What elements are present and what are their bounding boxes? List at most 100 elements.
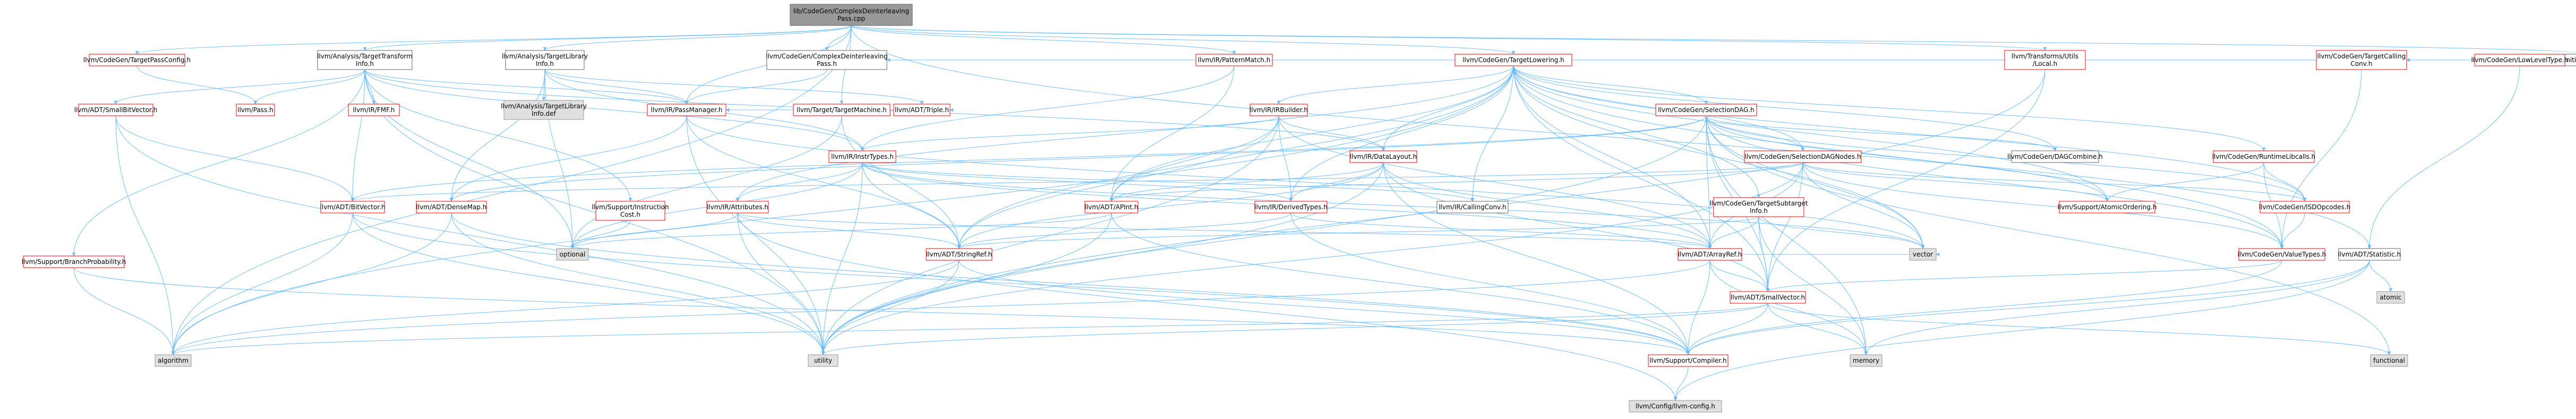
node-sbv[interactable]: llvm/ADT/SmallBitVector.h bbox=[74, 104, 157, 116]
edge-root-to-tli bbox=[543, 25, 852, 51]
node-sdnodes[interactable]: llvm/CodeGen/SelectionDAGNodes.h bbox=[1744, 150, 1862, 163]
node-label-icost-0: llvm/Support/Instruction bbox=[592, 203, 669, 211]
node-box-seldag bbox=[1655, 104, 1757, 116]
node-sref[interactable]: llvm/ADT/StringRef.h bbox=[926, 248, 992, 261]
edge-svec-to-memory bbox=[1767, 303, 1868, 355]
node-root[interactable]: lib/CodeGen/ComplexDeinterleavingPass.cp… bbox=[790, 4, 913, 26]
node-tlowering[interactable]: llvm/CodeGen/TargetLowering.h bbox=[1454, 54, 1572, 66]
node-box-stat bbox=[2338, 248, 2401, 261]
edge-aref-to-compiler bbox=[1686, 260, 1710, 355]
edge-dl-to-aref bbox=[1383, 162, 1712, 249]
node-tmh[interactable]: llvm/Target/TargetMachine.h bbox=[793, 104, 891, 116]
node-algorithm: algorithm bbox=[155, 354, 192, 367]
node-label-dl-0: llvm/IR/DataLayout.h bbox=[1350, 153, 1417, 160]
node-label-cdip-0: llvm/CodeGen/ComplexDeinterleaving bbox=[766, 53, 888, 60]
node-bpr[interactable]: llvm/Support/BranchProbability.h bbox=[22, 255, 126, 268]
edge-dl-to-utility bbox=[821, 162, 1384, 355]
node-dmap[interactable]: llvm/ADT/DenseMap.h bbox=[416, 201, 487, 213]
edge-dl-to-apint bbox=[1109, 162, 1384, 202]
node-fmf[interactable]: llvm/IR/FMF.h bbox=[348, 104, 400, 116]
node-label-compiler-0: llvm/Support/Compiler.h bbox=[1649, 357, 1726, 364]
edge-tti-to-fmf bbox=[364, 69, 376, 105]
node-aref[interactable]: llvm/ADT/ArrayRef.h bbox=[1678, 248, 1742, 261]
node-box-tlidef bbox=[503, 100, 584, 120]
edge-stat-to-memory bbox=[1864, 260, 2370, 355]
node-seldag[interactable]: llvm/CodeGen/SelectionDAG.h bbox=[1655, 104, 1757, 116]
node-memory: memory bbox=[1850, 354, 1882, 367]
node-box-sdnodes bbox=[1744, 150, 1862, 163]
node-box-cdip bbox=[766, 50, 887, 70]
node-isdop[interactable]: llvm/CodeGen/ISDOpcodes.h bbox=[2259, 201, 2351, 213]
edge-llt-to-stat bbox=[2367, 65, 2520, 249]
node-label-pass-0: llvm/Pass.h bbox=[237, 106, 273, 114]
node-tpc[interactable]: llvm/CodeGen/TargetPassConfig.h bbox=[83, 54, 191, 66]
edge-stat-to-config bbox=[1673, 260, 2370, 401]
node-label-bv-0: llvm/ADT/BitVector.h bbox=[320, 203, 385, 211]
edge-tti-to-pass bbox=[253, 69, 365, 105]
node-box-irb bbox=[1250, 104, 1308, 116]
edge-pmh-to-dmap bbox=[449, 115, 687, 202]
node-bv[interactable]: llvm/ADT/BitVector.h bbox=[320, 201, 386, 213]
edge-dtypes-to-aref bbox=[1290, 212, 1712, 249]
edge-rtlib-to-isdop bbox=[2263, 162, 2307, 202]
node-rtlib[interactable]: llvm/CodeGen/RuntimeLibcalls.h bbox=[2212, 150, 2316, 163]
node-label-optional-0: optional bbox=[560, 251, 586, 258]
node-label-vtypes-0: llvm/CodeGen/ValueTypes.h bbox=[2238, 251, 2326, 258]
node-label-tutils-1: /Local.h bbox=[2033, 60, 2058, 67]
node-triple[interactable]: llvm/ADT/Triple.h bbox=[893, 104, 951, 116]
node-svec[interactable]: llvm/ADT/SmallVector.h bbox=[1730, 291, 1806, 304]
node-label-irb-0: llvm/IR/IRBuilder.h bbox=[1250, 106, 1308, 114]
node-label-atomic-0: atomic bbox=[2380, 294, 2401, 301]
edge-tlowering-to-ccon bbox=[1470, 65, 1514, 202]
node-dl[interactable]: llvm/IR/DataLayout.h bbox=[1349, 150, 1417, 163]
node-box-apint bbox=[1084, 201, 1139, 213]
node-label-tcc-1: Conv.h bbox=[2351, 60, 2373, 67]
node-pmh[interactable]: llvm/IR/PassManager.h bbox=[647, 104, 726, 116]
node-box-config bbox=[1629, 400, 1722, 413]
node-box-pass bbox=[236, 104, 275, 116]
node-label-svec-0: llvm/ADT/SmallVector.h bbox=[1731, 294, 1805, 301]
edge-cdip-to-pmh bbox=[684, 69, 827, 105]
node-compiler[interactable]: llvm/Support/Compiler.h bbox=[1648, 354, 1728, 367]
node-label-tli-0: llvm/Analysis/TargetLibrary bbox=[502, 53, 588, 60]
edge-tlowering-to-dagcomb bbox=[1513, 65, 2057, 151]
node-pmatch[interactable]: llvm/IR/PatternMatch.h bbox=[1195, 54, 1273, 66]
node-insttypes[interactable]: llvm/IR/InstrTypes.h bbox=[828, 150, 896, 163]
edge-dl-to-sref bbox=[957, 162, 1384, 249]
edge-tcc-to-vtypes bbox=[2280, 69, 2362, 249]
edge-bpr-to-algorithm bbox=[73, 267, 175, 355]
edge-seldag-to-dagcomb bbox=[1706, 115, 2057, 151]
node-dtypes[interactable]: llvm/IR/DerivedTypes.h bbox=[1254, 201, 1328, 213]
edge-tti-to-utility bbox=[364, 69, 825, 355]
edge-tlowering-to-sref bbox=[957, 65, 1514, 249]
node-box-vtypes bbox=[2238, 248, 2325, 261]
node-atomicord[interactable]: llvm/Support/AtomicOrdering.h bbox=[2058, 201, 2157, 213]
node-llt[interactable]: llvm/CodeGen/LowLevelType.h bbox=[2471, 54, 2569, 66]
node-stat[interactable]: llvm/ADT/Statistic.h bbox=[2338, 248, 2401, 261]
node-attrs[interactable]: llvm/IR/Attributes.h bbox=[706, 201, 769, 213]
node-dagcomb[interactable]: llvm/CodeGen/DAGCombine.h bbox=[2007, 150, 2103, 163]
node-irb[interactable]: llvm/IR/IRBuilder.h bbox=[1250, 104, 1308, 116]
node-tutils[interactable]: llvm/Transforms/Utils/Local.h bbox=[2004, 50, 2086, 70]
edge-tti-to-insttypes bbox=[364, 69, 865, 151]
node-ccon[interactable]: llvm/IR/CallingConv.h bbox=[1436, 201, 1509, 213]
node-label-fmf-0: llvm/IR/FMF.h bbox=[353, 106, 395, 114]
node-label-triple-0: llvm/ADT/Triple.h bbox=[895, 106, 949, 114]
edge-dmap-to-compiler bbox=[451, 212, 1690, 355]
edge-seldag-to-memory bbox=[1706, 115, 1868, 355]
node-label-tti-0: llvm/Analysis/TargetTransform bbox=[317, 53, 413, 60]
node-pass[interactable]: llvm/Pass.h bbox=[236, 104, 275, 116]
edge-tmh-to-optional bbox=[570, 115, 842, 249]
node-apint[interactable]: llvm/ADT/APInt.h bbox=[1084, 201, 1139, 213]
node-box-pmh bbox=[647, 104, 726, 116]
edge-stat-to-atomic bbox=[2369, 260, 2393, 292]
edge-pmatch-to-insttypes bbox=[860, 65, 1235, 151]
edge-tti-to-sbv bbox=[114, 69, 365, 105]
node-vtypes[interactable]: llvm/CodeGen/ValueTypes.h bbox=[2238, 248, 2326, 261]
